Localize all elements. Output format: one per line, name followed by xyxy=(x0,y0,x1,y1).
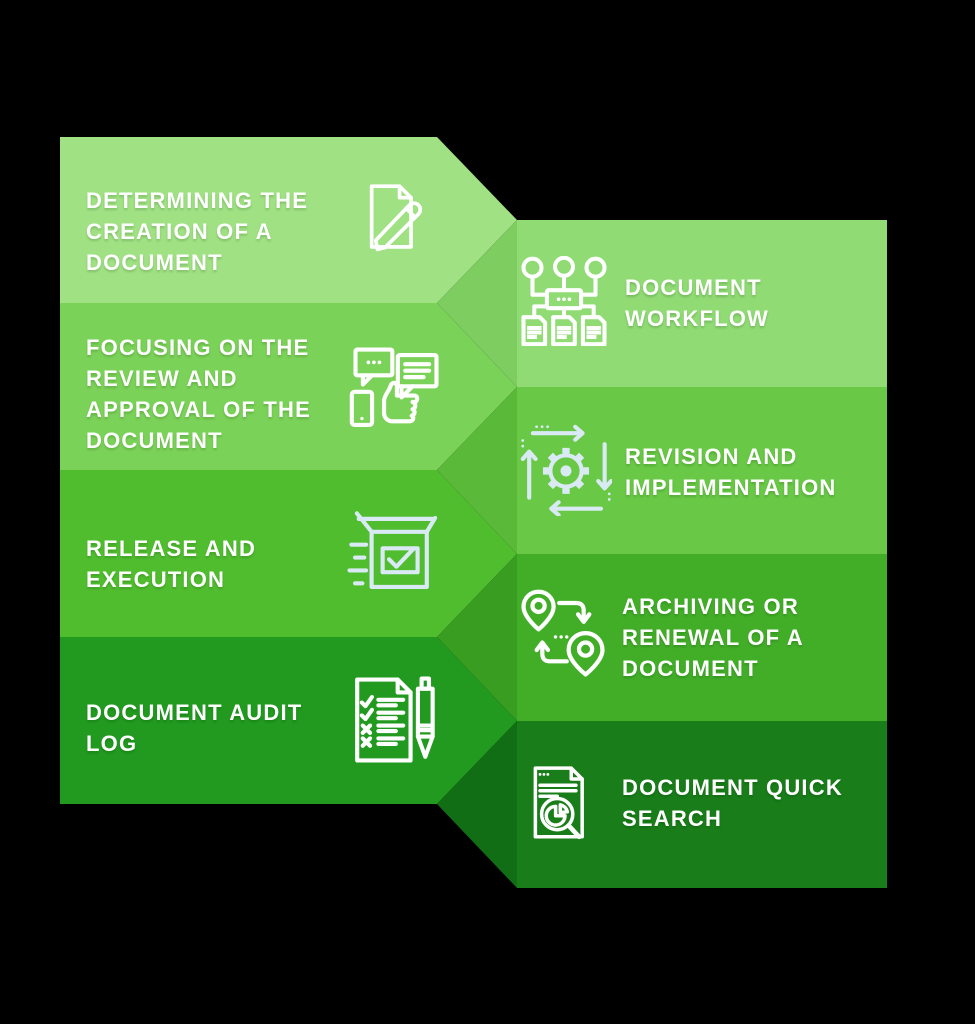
step-label-review-approval: FOCUSING ON THE REVIEW AND APPROVAL OF T… xyxy=(86,335,311,453)
step-label-release-execution: RELEASE AND EXECUTION xyxy=(86,536,257,592)
band-shape-step6 xyxy=(517,554,887,721)
step-label-document-quick-search: DOCUMENT QUICK SEARCH xyxy=(622,775,843,831)
thumbs-up-review-icon xyxy=(349,347,439,428)
band-shape-step1 xyxy=(60,137,517,303)
document-search-icon xyxy=(533,766,584,840)
map-pins-route-icon xyxy=(521,589,605,677)
step-label-revision-implementation: REVISION AND IMPLEMENTATION xyxy=(625,444,837,500)
gear-cycle-icon xyxy=(520,424,612,516)
band-shape-step4 xyxy=(517,387,887,554)
band-notch-shadow-step2 xyxy=(437,220,517,387)
document-pencil-icon xyxy=(369,184,423,252)
band-shape-step3 xyxy=(60,303,517,470)
band-notch-shadow-step6 xyxy=(437,554,517,721)
checklist-pen-icon xyxy=(355,676,435,763)
step-label-determining-creation: DETERMINING THE CREATION OF A DOCUMENT xyxy=(86,188,309,275)
step-label-archiving-renewal: ARCHIVING OR RENEWAL OF A DOCUMENT xyxy=(622,594,804,681)
band-notch-shadow-step4 xyxy=(437,387,517,554)
workflow-icon xyxy=(521,256,607,346)
band-shape-step8 xyxy=(517,721,887,888)
step-label-document-audit-log: DOCUMENT AUDIT LOG xyxy=(86,700,303,756)
step-label-document-workflow: DOCUMENT WORKFLOW xyxy=(625,275,770,331)
box-check-icon xyxy=(347,511,438,590)
band-notch-shadow-step8 xyxy=(437,721,517,888)
band-shape-step5 xyxy=(60,470,517,637)
band-shape-step2 xyxy=(517,220,887,387)
